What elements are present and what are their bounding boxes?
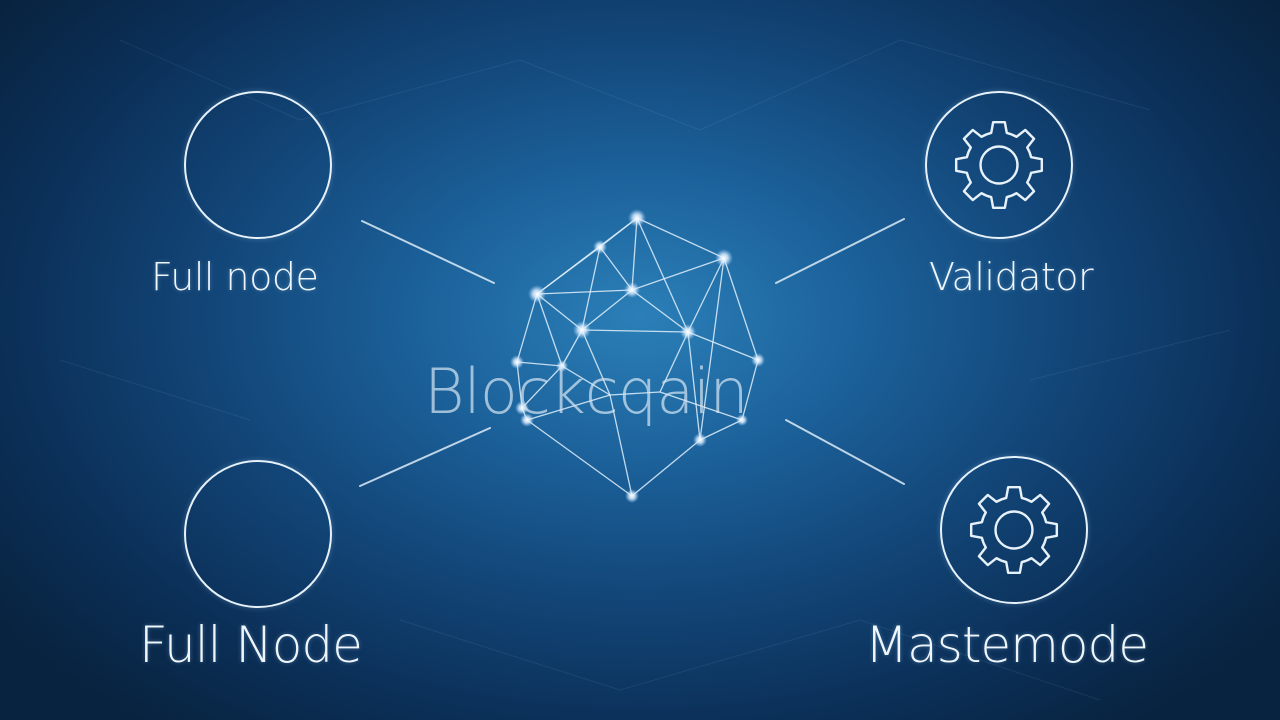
full-node-top-circle-icon — [184, 91, 332, 239]
network-node — [715, 249, 733, 267]
network-node — [528, 285, 546, 303]
validator-label: Validator — [929, 255, 1094, 299]
network-nodes — [510, 209, 765, 503]
network-node — [556, 360, 568, 372]
network-node — [625, 489, 639, 503]
network-node — [573, 321, 591, 339]
full-node-bottom-circle-icon — [184, 460, 332, 608]
network-node — [751, 353, 765, 367]
connector-bottom-right — [785, 419, 905, 485]
full-node-bottom-label: Full Node — [139, 616, 363, 674]
full-node-top-label: Full node — [151, 255, 319, 299]
connector-top-right — [775, 218, 905, 284]
network-node — [520, 413, 534, 427]
masternode-label: Mastemode — [865, 616, 1149, 674]
center-title: Blockcqain — [424, 355, 749, 428]
network-node — [624, 282, 640, 298]
masternode-gear-icon — [940, 456, 1088, 604]
network-node — [736, 414, 748, 426]
connector-bottom-left — [359, 427, 491, 487]
network-node — [515, 401, 529, 415]
network-node — [680, 324, 696, 340]
connector-top-left — [361, 220, 495, 284]
validator-gear-icon — [925, 91, 1073, 239]
network-node — [628, 209, 646, 227]
network-node — [593, 240, 607, 254]
network-node — [693, 433, 707, 447]
network-node — [510, 355, 524, 369]
